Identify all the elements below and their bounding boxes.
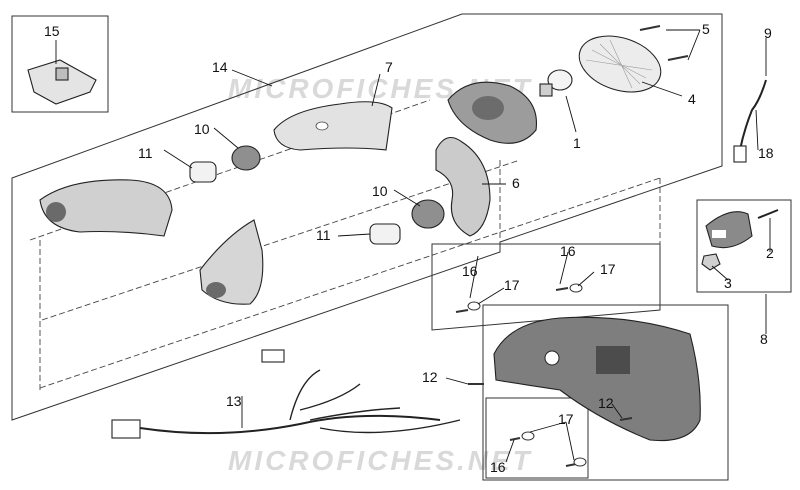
screws-and-washers [455, 25, 689, 467]
part-3-nut [701, 253, 721, 271]
part-18-wire [733, 79, 767, 163]
callout-15: 15 [44, 23, 60, 39]
callout-11-lower: 11 [316, 227, 331, 243]
part-turn-body-right [447, 81, 538, 144]
callout-17-upper-left: 17 [504, 277, 520, 293]
box-16-17-upper [431, 243, 661, 331]
part-7-cover [273, 101, 393, 151]
callout-17-upper-right: 17 [600, 261, 616, 277]
callout-10-lower: 10 [372, 183, 388, 199]
box-16-17-lower [485, 397, 589, 479]
callout-1: 1 [573, 135, 581, 151]
callout-18: 18 [758, 145, 774, 161]
callout-16-upper-right: 16 [560, 243, 576, 259]
callout-4: 4 [688, 91, 696, 107]
callout-7: 7 [385, 59, 393, 75]
part-10-socket-upper [231, 145, 261, 171]
part-13-wiring-harness [111, 349, 461, 439]
assembly-dashed-guides [29, 99, 661, 390]
callout-5: 5 [702, 21, 710, 37]
box-12-tail-light [482, 304, 729, 481]
box-15-frame [11, 15, 109, 113]
callout-13: 13 [226, 393, 242, 409]
callout-3: 3 [724, 275, 732, 291]
part-turn-body-left [39, 179, 173, 237]
watermark-bottom: MICROFICHES.NET [228, 445, 533, 476]
callout-16-upper-left: 16 [462, 263, 478, 279]
main-frame-14 [11, 13, 723, 421]
callout-16-lower: 16 [490, 459, 506, 475]
part-tail-light-housing [493, 316, 701, 442]
part-plate-light [705, 211, 753, 249]
callout-11-upper: 11 [138, 145, 153, 161]
callout-12-left: 12 [422, 369, 438, 385]
part-10-socket-lower [411, 199, 445, 229]
callout-17-lower: 17 [558, 411, 574, 427]
part-4-turn-lens [578, 35, 662, 93]
part-bracket-lower [199, 219, 264, 305]
leader-lines [55, 29, 771, 463]
part-6-cover [435, 136, 491, 237]
callout-10-upper: 10 [194, 121, 210, 137]
part-2-screw [757, 209, 779, 219]
callout-12-right: 12 [598, 395, 614, 411]
callout-8: 8 [760, 331, 768, 347]
part-11-bulb-upper [189, 161, 217, 183]
box-8-plate-light [696, 199, 792, 293]
callout-6: 6 [512, 175, 520, 191]
callout-2: 2 [766, 245, 774, 261]
part-1-bulb [539, 69, 573, 97]
callout-14: 14 [212, 59, 228, 75]
part-11-bulb-lower [369, 223, 401, 245]
part-15-clip [27, 59, 97, 105]
callout-9: 9 [764, 25, 772, 41]
